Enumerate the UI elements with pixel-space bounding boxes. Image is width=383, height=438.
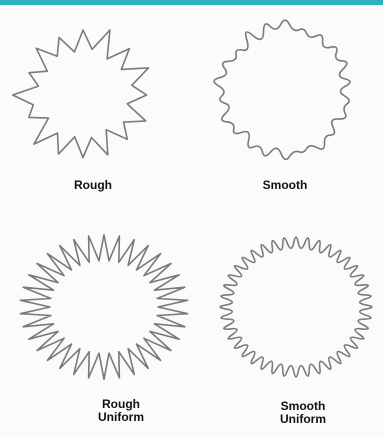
label-rough: Rough — [58, 179, 128, 192]
smooth-uniform-sunburst-shape — [210, 227, 382, 387]
smooth-starburst-shape — [200, 5, 370, 175]
smooth-outline — [214, 20, 350, 159]
rough-outline — [13, 30, 149, 157]
label-smooth: Smooth — [245, 179, 325, 192]
rough-uniform-outline — [20, 235, 187, 379]
diagram-canvas: Rough Smooth Rough Uniform Smooth Unifor… — [0, 5, 383, 438]
rough-starburst-shape — [8, 15, 158, 175]
rough-uniform-sunburst-shape — [16, 229, 192, 385]
smooth-uniform-outline — [220, 237, 372, 377]
label-smooth-uniform: Smooth Uniform — [263, 400, 343, 426]
label-rough-uniform: Rough Uniform — [86, 398, 156, 424]
